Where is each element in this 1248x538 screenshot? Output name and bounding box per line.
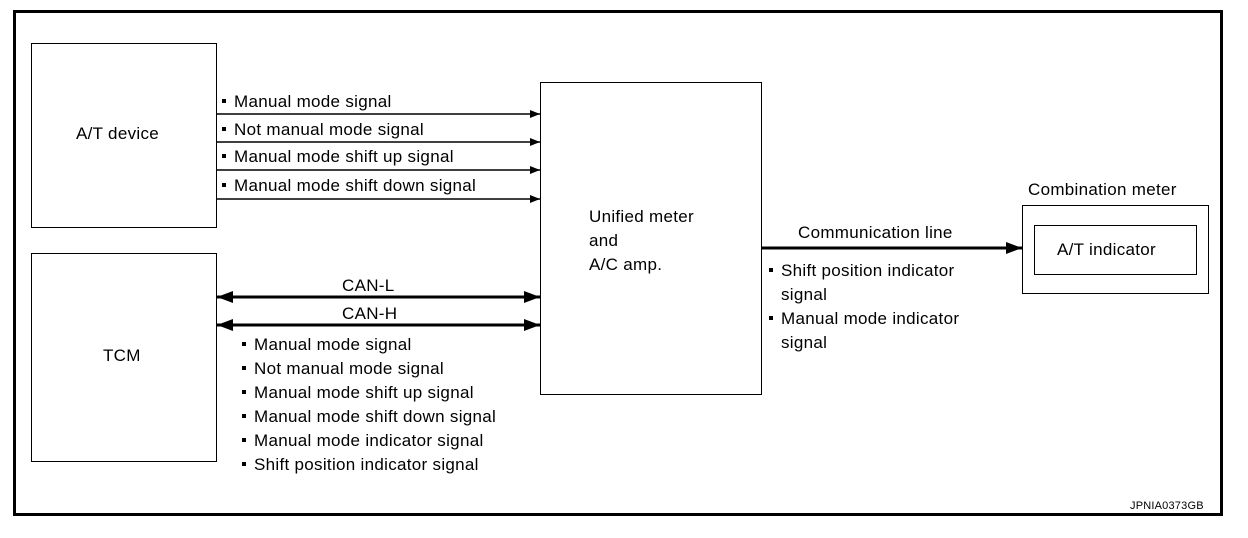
at-signal-2: Not manual mode signal <box>222 120 424 140</box>
at-indicator-label: A/T indicator <box>1057 240 1157 259</box>
tcm-signal-item: Shift position indicator signal <box>242 453 496 477</box>
diagram-frame <box>13 10 1223 516</box>
tcm-label: TCM <box>103 346 141 365</box>
unified-meter-label-2: and <box>589 231 619 250</box>
combination-meter-label: Combination meter <box>1028 180 1177 199</box>
communication-signal-item-cont: signal <box>781 333 828 352</box>
figure-code: JPNIA0373GB <box>1130 500 1204 512</box>
can-l-label: CAN-L <box>342 276 395 295</box>
tcm-signal-item: Not manual mode signal <box>242 357 496 381</box>
tcm-signal-item: Manual mode shift down signal <box>242 405 496 429</box>
tcm-signal-item: Manual mode signal <box>242 333 496 357</box>
communication-line-label: Communication line <box>798 223 953 242</box>
tcm-signal-item: Manual mode indicator signal <box>242 429 496 453</box>
can-h-label: CAN-H <box>342 304 398 323</box>
unified-meter-block: Unified meter and A/C amp. <box>540 82 762 395</box>
communication-signal-item: Shift position indicator <box>769 259 959 283</box>
at-signal-4: Manual mode shift down signal <box>222 176 476 196</box>
at-indicator-block: A/T indicator <box>1034 225 1197 275</box>
tcm-signal-list: Manual mode signal Not manual mode signa… <box>242 333 496 477</box>
communication-signal-item: Manual mode indicator <box>769 307 959 331</box>
unified-meter-label-3: A/C amp. <box>589 255 663 274</box>
at-signal-3: Manual mode shift up signal <box>222 147 454 167</box>
combination-meter-block: A/T indicator <box>1022 205 1209 294</box>
tcm-block: TCM <box>31 253 217 462</box>
at-signal-1: Manual mode signal <box>222 92 392 112</box>
unified-meter-label-1: Unified meter <box>589 207 694 226</box>
communication-signal-list: Shift position indicator signal Manual m… <box>769 259 959 355</box>
at-device-label: A/T device <box>76 124 160 143</box>
communication-signal-item-cont: signal <box>781 285 828 304</box>
tcm-signal-item: Manual mode shift up signal <box>242 381 496 405</box>
at-device-block: A/T device <box>31 43 217 228</box>
